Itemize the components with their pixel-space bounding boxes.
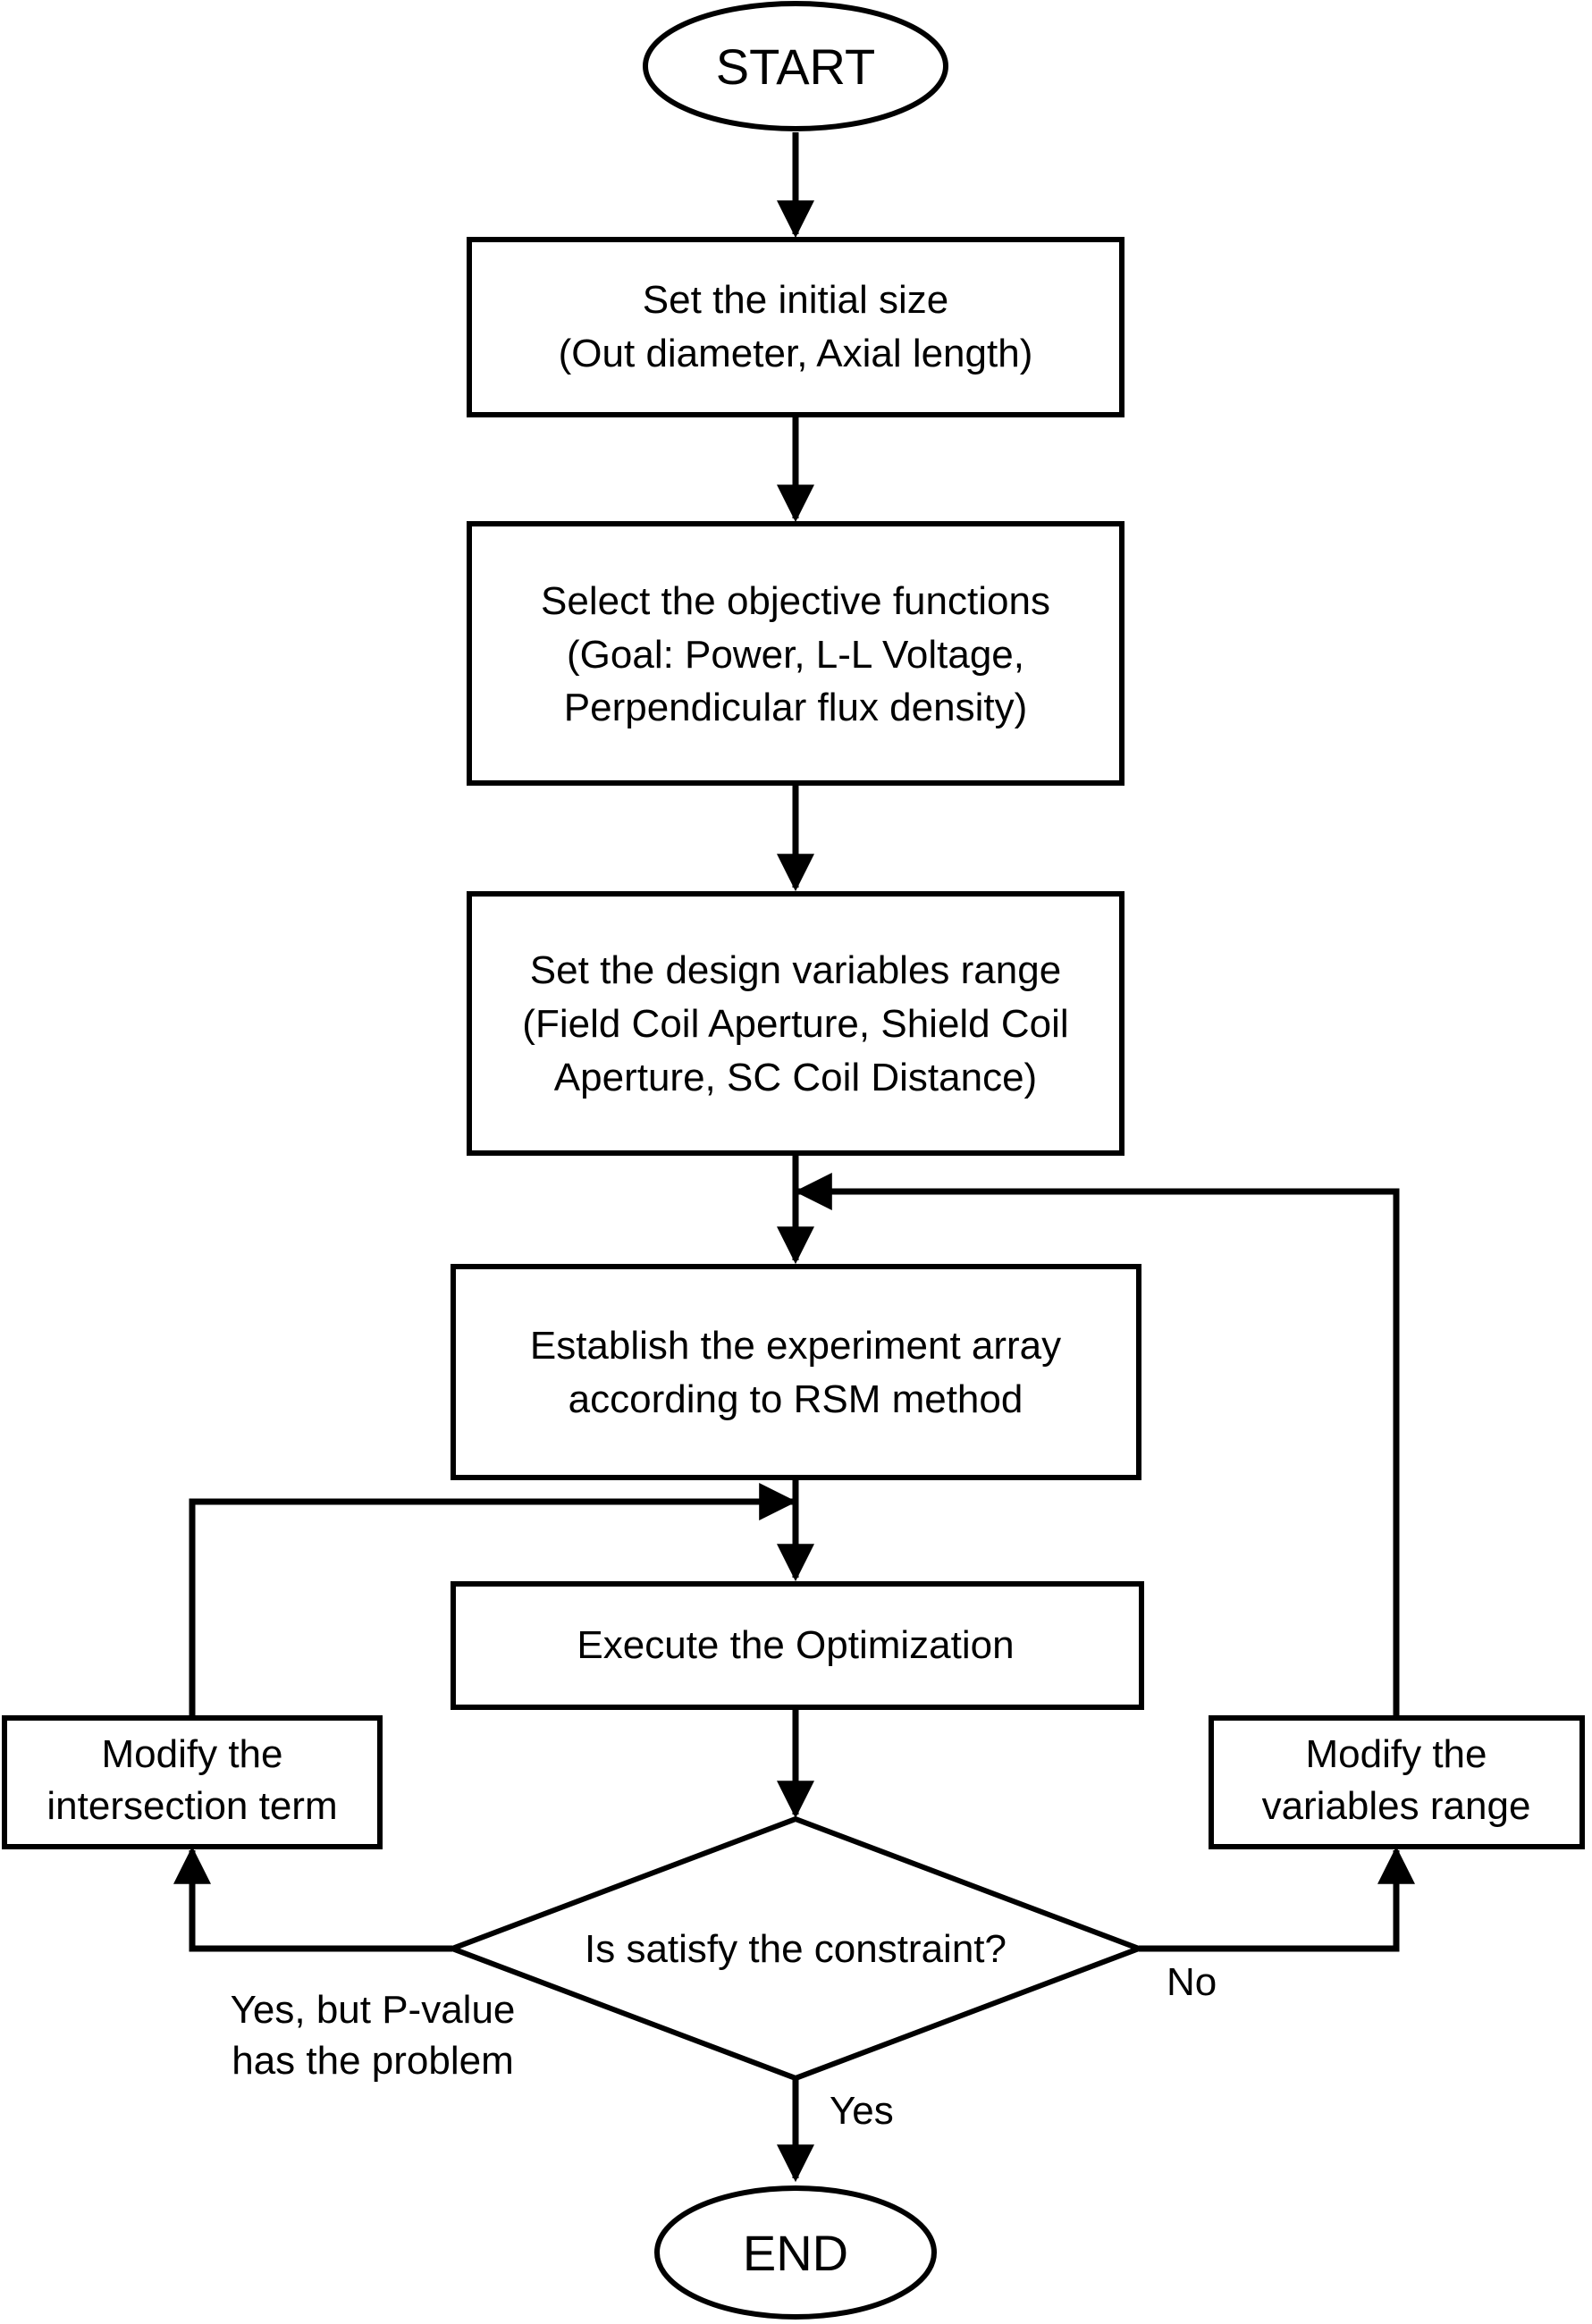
step-initial-size-line-2: (Out diameter, Axial length) — [559, 332, 1033, 375]
connectors — [173, 132, 1415, 2183]
step-design-vars-box — [467, 891, 1125, 1156]
step-design-vars: Set the design variables range (Field Co… — [467, 891, 1125, 1156]
arrow-decision-to-modify-range — [1139, 1846, 1415, 1952]
start-ellipse — [643, 1, 948, 131]
edge-label-yes-but-line-2: has the problem — [232, 2039, 514, 2083]
step-modify-intersection: Modify the intersection term — [2, 1715, 383, 1849]
edge-label-yes-but-line-1: Yes, but P-value — [231, 1988, 516, 2032]
step-modify-intersection-box — [2, 1715, 383, 1849]
step-initial-size: Set the initial size (Out diameter, Axia… — [467, 237, 1125, 417]
step-experiment: Establish the experiment array according… — [451, 1264, 1141, 1480]
step-modify-range: Modify the variables range — [1209, 1715, 1585, 1849]
start-terminal: START — [643, 1, 948, 131]
step-objective: Select the objective functions (Goal: Po… — [467, 521, 1125, 786]
step-modify-intersection-line-2: intersection term — [46, 1784, 337, 1828]
edge-label-no: No — [1167, 1960, 1217, 2004]
step-objective-line-1: Select the objective functions — [541, 579, 1050, 623]
decision-label: Is satisfy the constraint? — [585, 1927, 1007, 1971]
decision-diamond — [444, 1815, 1147, 2082]
arrow-decision-to-modify-intersection — [173, 1846, 452, 1952]
step-optimization: Execute the Optimization — [451, 1581, 1144, 1710]
step-optimization-box — [451, 1581, 1144, 1710]
step-experiment-line-1: Establish the experiment array — [530, 1324, 1061, 1368]
step-modify-range-line-2: variables range — [1262, 1784, 1531, 1828]
step-design-vars-line-3: Aperture, SC Coil Distance) — [554, 1056, 1037, 1099]
step-objective-box — [467, 521, 1125, 786]
step-modify-range-line-1: Modify the — [1306, 1732, 1487, 1776]
step-objective-line-2: (Goal: Power, L-L Voltage, — [567, 633, 1024, 677]
edge-label-yes: Yes — [830, 2089, 894, 2133]
end-label: END — [743, 2225, 848, 2281]
step-objective-line-3: Perpendicular flux density) — [564, 686, 1027, 729]
step-modify-intersection-line-1: Modify the — [102, 1732, 283, 1776]
end-terminal: END — [654, 2185, 937, 2320]
step-design-vars-line-1: Set the design variables range — [530, 948, 1061, 992]
step-modify-range-box — [1209, 1715, 1585, 1849]
end-ellipse — [654, 2185, 937, 2320]
step-design-vars-line-2: (Field Coil Aperture, Shield Coil — [522, 1002, 1068, 1046]
step-optimization-line-1: Execute the Optimization — [577, 1623, 1014, 1667]
step-experiment-line-2: according to RSM method — [569, 1377, 1023, 1421]
step-experiment-box — [451, 1264, 1141, 1480]
decision-constraint: Is satisfy the constraint? — [444, 1815, 1147, 2082]
step-initial-size-line-1: Set the initial size — [643, 278, 948, 322]
start-label: START — [716, 38, 875, 95]
arrow-modify-intersection-loop-back — [189, 1483, 797, 1718]
step-initial-size-box — [467, 237, 1125, 417]
arrow-modify-range-loop-back — [794, 1173, 1400, 1718]
